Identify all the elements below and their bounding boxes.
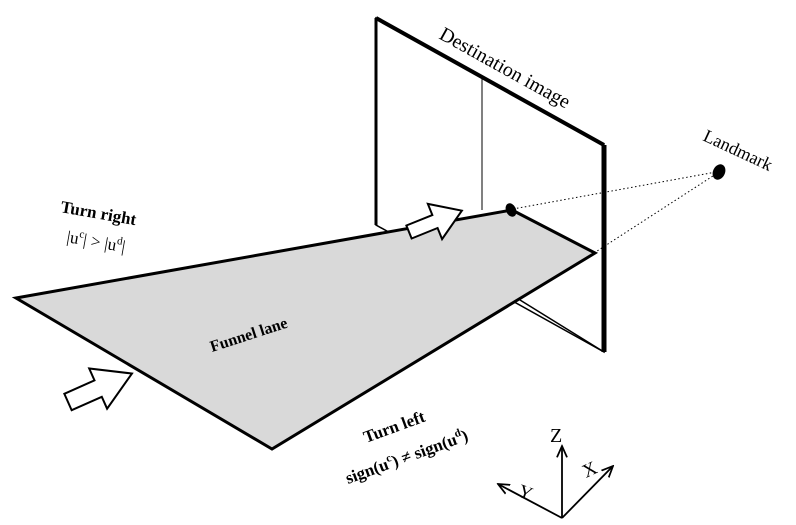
landmark-point <box>712 164 726 180</box>
destination-image-bottom-edge <box>519 299 605 353</box>
landmark-label: Landmark <box>700 125 775 174</box>
turn-left-condition: sign(uc) ≠ sign(ud) <box>343 425 471 488</box>
destination-image-thick-top-edge <box>375 16 605 147</box>
arrow-right-entry <box>63 367 134 412</box>
x-axis-label: X <box>579 458 601 483</box>
projection-line-bottom <box>593 173 717 254</box>
turn-left-label: Turn left <box>361 407 428 447</box>
turn-right-label: Turn right <box>59 197 138 229</box>
z-axis-label: Z <box>550 425 562 447</box>
turn-right-condition: |uc| > |ud| <box>65 226 127 256</box>
funnel-lane-region <box>11 208 599 451</box>
arrow-right-near-image <box>405 202 464 242</box>
axis-triad: Z Y X <box>498 425 613 519</box>
x-axis-arrow <box>561 466 613 519</box>
landmark-projection-point <box>505 203 517 217</box>
y-axis-arrow <box>498 484 563 519</box>
